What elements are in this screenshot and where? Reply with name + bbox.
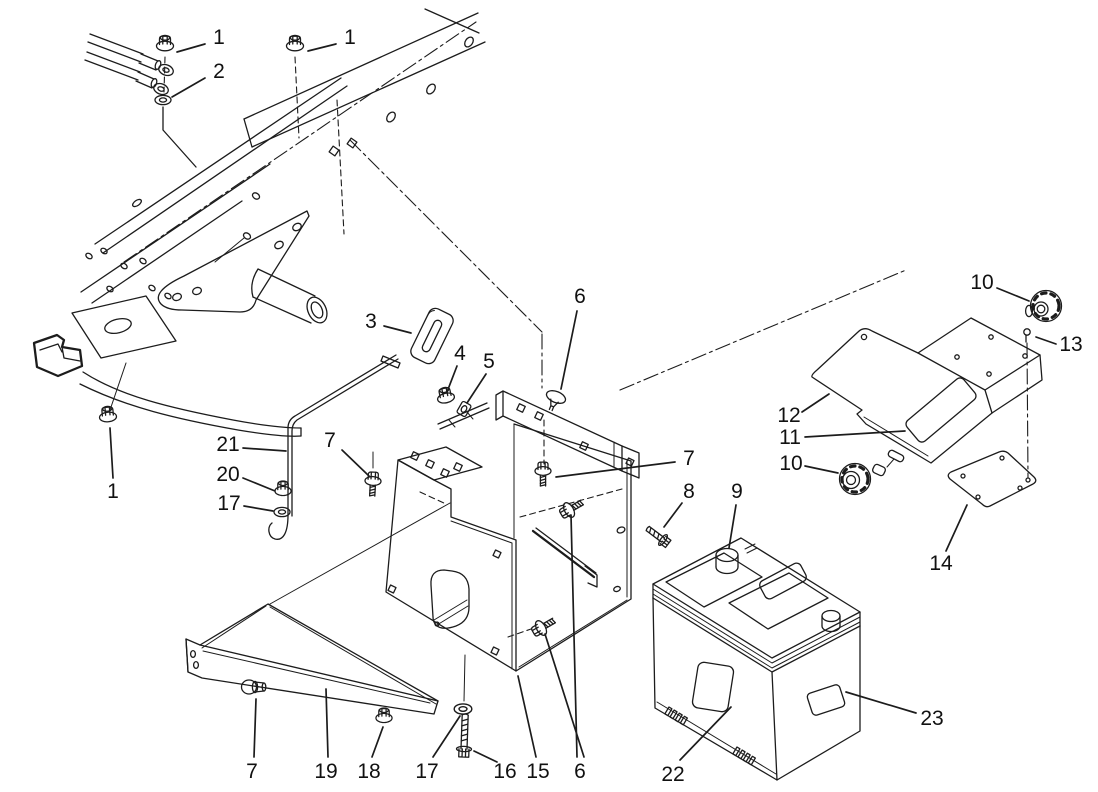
callout-17-washer: 17 <box>217 492 241 515</box>
callout-9-battery: 9 <box>731 480 743 503</box>
callout-7-carriage-bolt: 7 <box>246 760 258 783</box>
j-bolt-rod <box>268 354 401 540</box>
callout-1-lower-nut: 1 <box>107 480 119 503</box>
callout-23-battery-side: 23 <box>920 707 944 730</box>
strap-clip <box>410 307 490 430</box>
callout-6-bolts-side: 6 <box>574 760 586 783</box>
battery <box>652 537 861 781</box>
cover-assembly <box>811 288 1064 508</box>
support-tray <box>185 603 474 758</box>
callout-5-washer: 5 <box>483 350 495 373</box>
callout-20-nut: 20 <box>216 463 240 486</box>
callout-10-knob-upper: 10 <box>970 271 994 294</box>
callout-10-knob-lower: 10 <box>779 452 803 475</box>
callout-7-bolt-right: 7 <box>683 447 695 470</box>
callout-14-plate: 14 <box>929 552 953 575</box>
callout-2-cable-washer: 2 <box>213 60 225 83</box>
callout-13-screw: 13 <box>1059 333 1083 356</box>
callout-17-washer-tray: 17 <box>415 760 439 783</box>
frame-rail <box>32 8 486 437</box>
callout-1-cable-nut: 1 <box>213 26 225 49</box>
callout-3-strap-clip: 3 <box>365 310 377 333</box>
callout-7-bolt-left: 7 <box>324 429 336 452</box>
callout-21-rod: 21 <box>216 433 240 456</box>
callout-19-tray: 19 <box>314 760 338 783</box>
callout-11-label: 11 <box>779 426 801 449</box>
battery-cables <box>84 33 305 168</box>
leader-lines <box>109 43 1057 763</box>
battery-box <box>269 139 907 672</box>
callout-22-battery-label: 22 <box>661 763 685 786</box>
callout-16-bolt: 16 <box>493 760 517 783</box>
callout-12-cover: 12 <box>777 404 801 427</box>
callout-8-bolt: 8 <box>683 480 695 503</box>
callout-6-bolt-top: 6 <box>574 285 586 308</box>
callout-15-box: 15 <box>526 760 550 783</box>
callout-18-nut: 18 <box>357 760 381 783</box>
callout-4-nut: 4 <box>454 342 466 365</box>
callout-1-frame-nut: 1 <box>344 26 356 49</box>
box-fasteners <box>363 390 673 641</box>
